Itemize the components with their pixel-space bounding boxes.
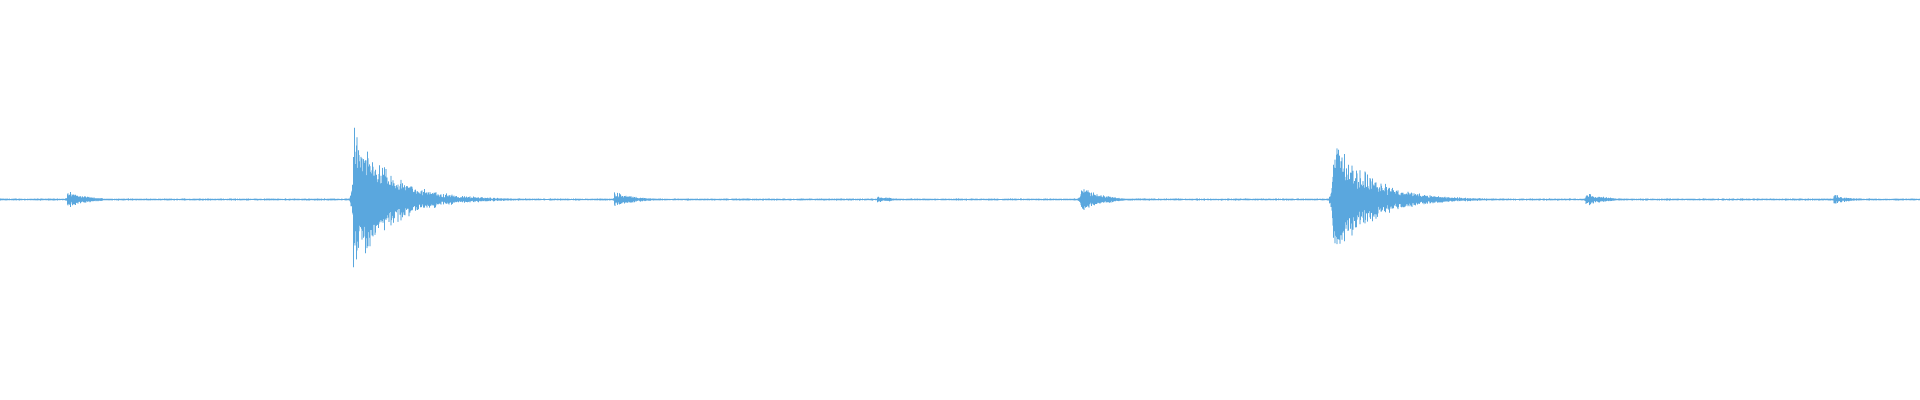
- waveform-path: [0, 127, 1920, 268]
